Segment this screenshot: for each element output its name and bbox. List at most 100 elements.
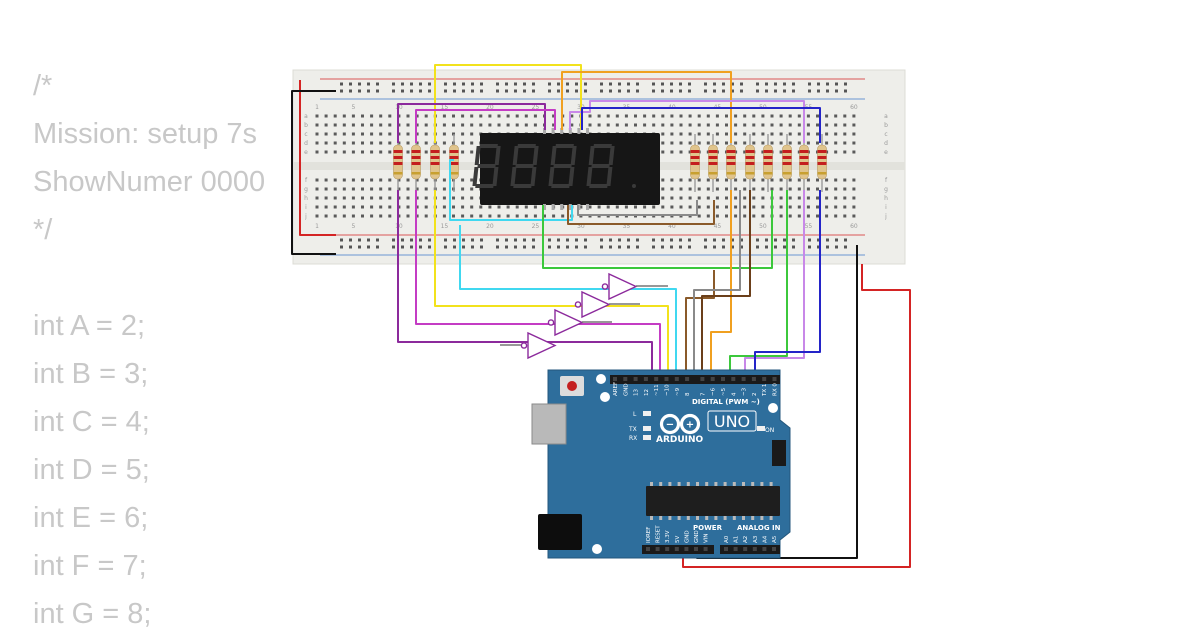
digital-pin-hole[interactable] (762, 377, 767, 381)
breadboard-hole (543, 214, 546, 218)
analog-pin-hole[interactable] (772, 547, 776, 551)
wire-red-5v (299, 80, 336, 236)
breadboard-hole (506, 214, 510, 218)
power-pin-hole[interactable] (674, 547, 679, 551)
digital-pin-hole[interactable] (633, 377, 638, 381)
breadboard-hole (834, 114, 838, 118)
digital-pin-label: ~10 (665, 384, 671, 396)
row-letter: g (884, 186, 888, 193)
breadboard-hole (697, 205, 701, 209)
power-pin-hole[interactable] (646, 547, 650, 551)
breadboard-hole (697, 123, 701, 127)
breadboard-hole (652, 123, 656, 127)
digital-pin-hole[interactable] (700, 377, 705, 381)
segment (586, 167, 593, 186)
digital-pin-hole[interactable] (654, 377, 659, 381)
segment (513, 184, 532, 188)
breadboard-hole (424, 178, 428, 182)
breadboard-hole (688, 150, 692, 154)
rail-hole (774, 245, 777, 249)
power-pin-hole[interactable] (703, 547, 708, 551)
breadboard-hole (743, 187, 747, 191)
breadboard-hole (461, 123, 465, 127)
breadboard-hole (797, 187, 801, 191)
breadboard-hole (816, 196, 819, 200)
breadboard-hole (324, 132, 328, 136)
breadboard-hole (333, 132, 337, 136)
power-pin-hole[interactable] (694, 547, 698, 551)
breadboard-hole (397, 178, 401, 182)
segment (589, 184, 608, 188)
analog-pin-hole[interactable] (724, 547, 728, 551)
display-pin (568, 128, 572, 134)
breadboard-hole (424, 214, 428, 218)
breadboard-hole (834, 196, 838, 200)
breadboard-hole (351, 150, 355, 154)
analog-pin-label: A3 (753, 535, 759, 543)
digital-pin-hole[interactable] (623, 377, 628, 381)
digital-pin-hole[interactable] (721, 377, 725, 381)
wire-purple-d13 (397, 190, 653, 377)
digital-pin-hole[interactable] (751, 377, 756, 381)
breadboard-hole (442, 214, 446, 218)
display-digit (586, 144, 636, 188)
digital-pin-hole[interactable] (613, 377, 617, 381)
rail-hole (557, 245, 560, 249)
breadboard-hole (779, 141, 783, 145)
digital-pin-hole[interactable] (741, 377, 746, 381)
breadboard-hole (834, 141, 838, 145)
rail-hole (600, 82, 603, 86)
breadboard-hole (424, 132, 428, 136)
breadboard-hole (743, 196, 747, 200)
breadboard-hole (388, 205, 392, 209)
breadboard-hole (615, 205, 619, 209)
breadboard-hole (415, 214, 419, 218)
breadboard-hole (770, 123, 774, 127)
digital-pin-hole[interactable] (731, 377, 736, 381)
digital-pin-hole[interactable] (772, 377, 777, 381)
row-letter: f (885, 177, 888, 184)
segment (553, 164, 572, 168)
digital-pin-hole[interactable] (664, 377, 669, 381)
breadboard-hole (388, 187, 392, 191)
breadboard-hole (697, 196, 701, 200)
power-pin-hole[interactable] (655, 547, 660, 551)
analog-pin-hole[interactable] (762, 547, 767, 551)
analog-pin-hole[interactable] (733, 547, 738, 551)
breadboard-hole (661, 205, 665, 209)
inverter-2 (547, 308, 612, 337)
digital-pin-holes (613, 377, 777, 381)
power-pin-hole[interactable] (684, 547, 689, 551)
digital-pin-label: 13 (634, 389, 640, 396)
breadboard-hole (333, 141, 337, 145)
arduino-logo-icon (659, 413, 701, 435)
row-letter: h (884, 195, 888, 202)
breadboard-hole (588, 114, 592, 118)
rail-hole (340, 245, 343, 249)
breadboard-hole (488, 114, 492, 118)
microcontroller-chip (646, 486, 780, 516)
chip-pin (714, 482, 718, 486)
power-pin-hole[interactable] (665, 547, 670, 551)
breadboard-hole (342, 187, 346, 191)
segment (606, 167, 613, 186)
segment (530, 167, 537, 186)
digital-pin-hole[interactable] (685, 377, 690, 381)
analog-pin-hole[interactable] (752, 547, 757, 551)
digital-pin-hole[interactable] (710, 377, 715, 381)
rail-hole (401, 89, 404, 93)
breadboard-hole (706, 214, 710, 218)
analog-pin-hole[interactable] (743, 547, 748, 551)
segment (475, 184, 494, 188)
digital-pin-hole[interactable] (674, 377, 679, 381)
digital-pin-hole[interactable] (643, 377, 648, 381)
rail-hole (367, 82, 370, 86)
breadboard-hole (679, 141, 683, 145)
row-letter: i (885, 204, 887, 211)
rail-hole (688, 238, 691, 242)
breadboard-hole (470, 178, 474, 182)
rail-hole (835, 89, 838, 93)
rail-hole (392, 82, 395, 86)
breadboard-hole (351, 132, 355, 136)
